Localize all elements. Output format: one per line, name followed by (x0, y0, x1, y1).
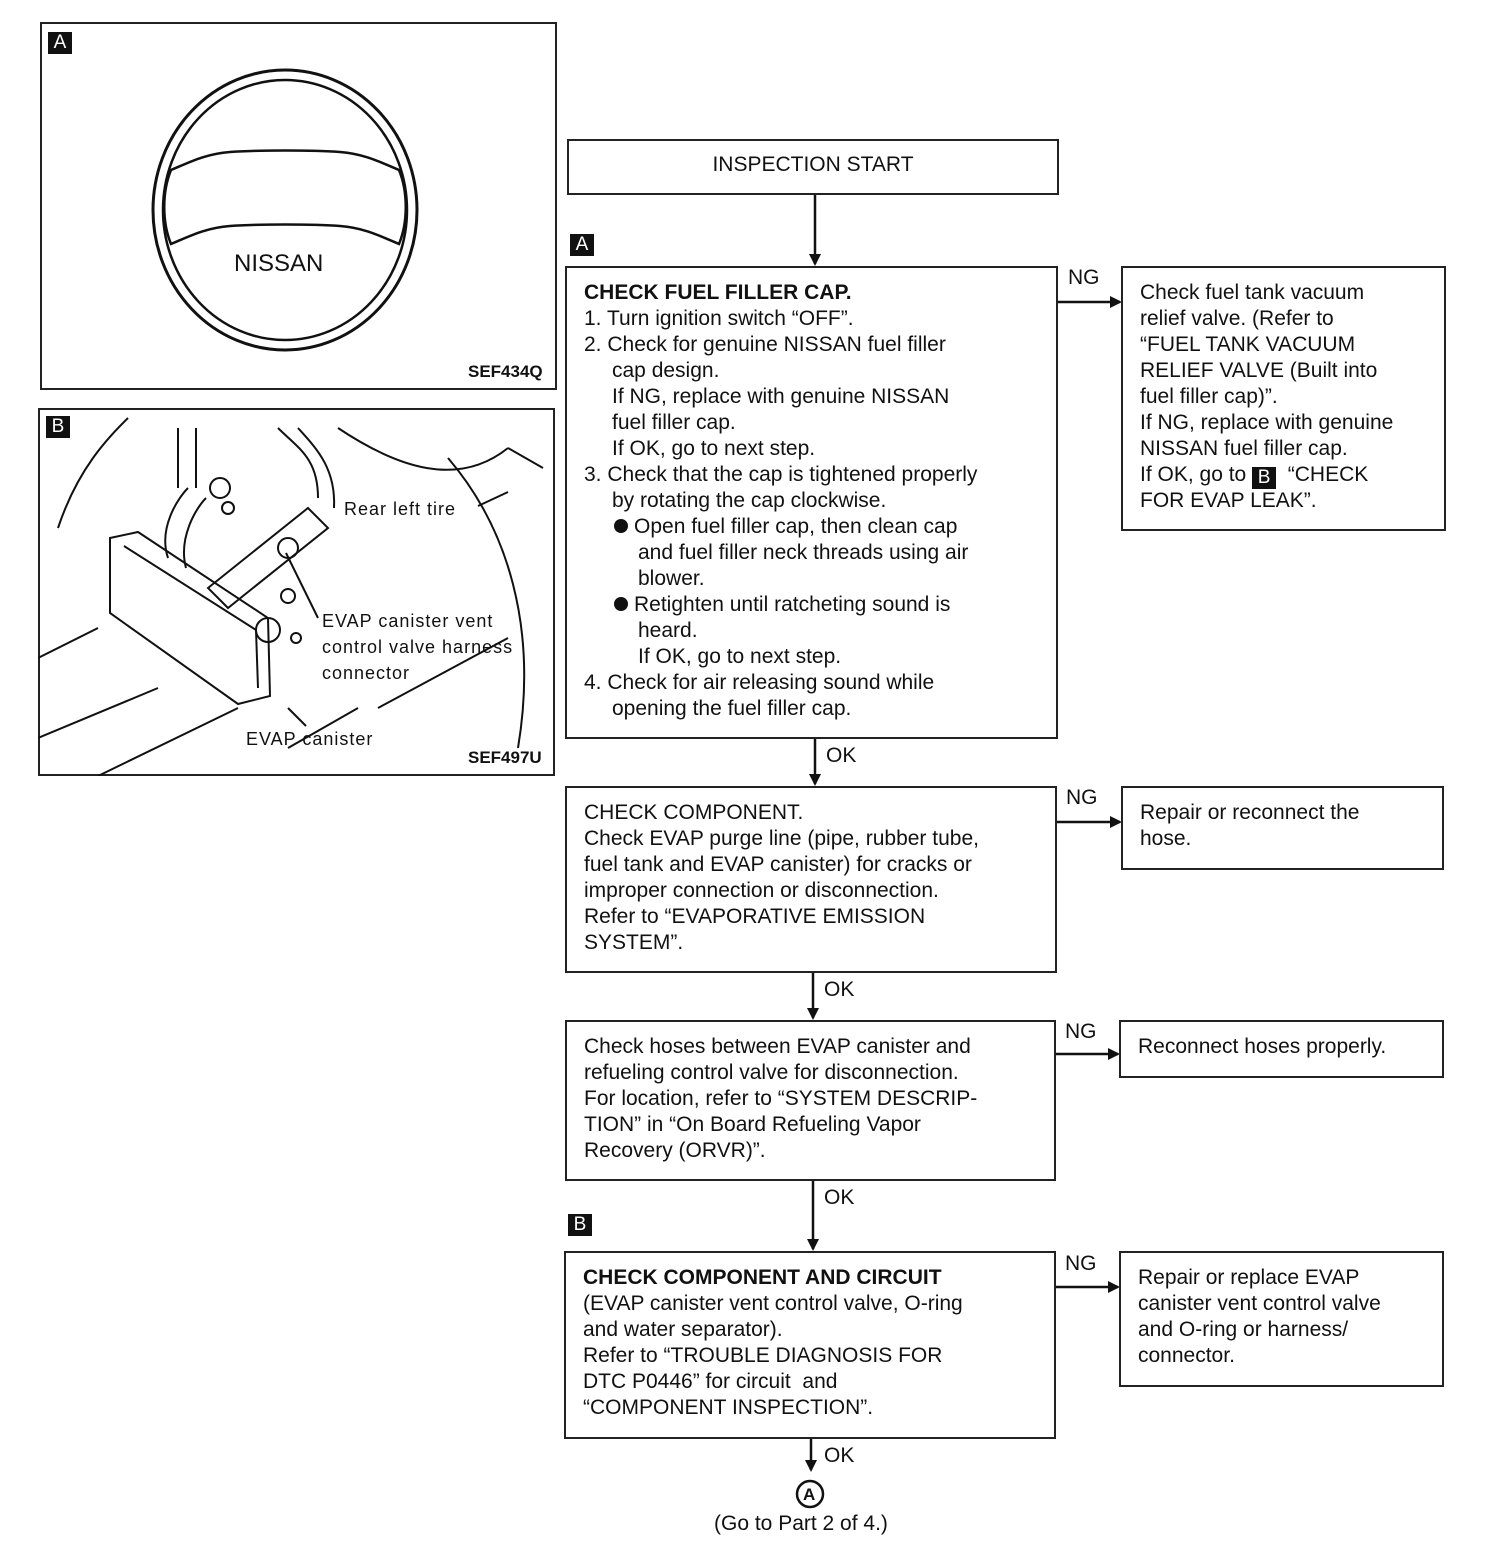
step1-line: 3. Check that the cap is tightened prope… (584, 463, 978, 486)
figure-b-evap-canister: B Rear left ti (38, 408, 555, 776)
step1-line: by rotating the cap clockwise. (612, 489, 887, 512)
ok-label-1: OK (826, 744, 857, 767)
step1-line: cap design. (612, 359, 720, 382)
cap-brand-label: NISSAN (234, 250, 324, 277)
check-component-box: CHECK COMPONENT. Check EVAP purge line (… (565, 786, 1057, 973)
ng4-line: Repair or replace EVAP (1138, 1266, 1360, 1289)
ng1-line: fuel filler cap)”. (1140, 385, 1278, 408)
ng1-line: FOR EVAP LEAK”. (1140, 489, 1317, 512)
ng1-line: Check fuel tank vacuum (1140, 281, 1365, 304)
inspection-start-box: INSPECTION START (567, 139, 1059, 195)
vent-connector-label-1: EVAP canister vent (322, 611, 494, 631)
figure-a-fuel-cap: A NISSAN SEF434Q (40, 22, 557, 390)
step3-line: Check hoses between EVAP canister and (584, 1035, 971, 1058)
ng-label-3: NG (1065, 1020, 1097, 1043)
step1-line: opening the fuel filler cap. (612, 697, 852, 720)
bullet-item: Open fuel filler cap, then clean cap (584, 514, 1056, 540)
ok-label-2: OK (824, 978, 855, 1001)
step3-line: Recovery (ORVR)”. (584, 1139, 766, 1162)
step4-line: (EVAP canister vent control valve, O-rin… (583, 1292, 963, 1315)
figure-a-code: SEF434Q (468, 362, 543, 381)
ng1-goto-post: “CHECK (1287, 463, 1369, 486)
ng1-goto-line: If OK, go to B “CHECK (1140, 462, 1444, 489)
step1-title: CHECK FUEL FILLER CAP. (584, 281, 852, 304)
step1-line: fuel filler cap. (612, 411, 736, 434)
ng1-line: “FUEL TANK VACUUM (1140, 333, 1356, 356)
reconnect-hoses-box: Reconnect hoses properly. (1119, 1020, 1444, 1078)
ng4-line: and O-ring or harness/ (1138, 1318, 1349, 1341)
ng4-line: connector. (1138, 1344, 1235, 1367)
step-b-tag: B (568, 1214, 592, 1236)
step1-line: If OK, go to next step. (638, 645, 842, 668)
check-fuel-filler-cap-box: CHECK FUEL FILLER CAP. 1. Turn ignition … (565, 266, 1058, 739)
ng-label-4: NG (1065, 1252, 1097, 1275)
vent-connector-label-3: connector (322, 663, 411, 683)
figure-a-tag: A (48, 32, 72, 54)
ok-label-4: OK (824, 1444, 855, 1467)
step3-line: For location, refer to “SYSTEM DESCRIP- (584, 1087, 978, 1110)
ng-label-2: NG (1066, 786, 1098, 809)
connector-circle (795, 1479, 825, 1509)
step1-line: If OK, go to next step. (612, 437, 816, 460)
step4-line: “COMPONENT INSPECTION”. (583, 1396, 874, 1419)
step1-line: 4. Check for air releasing sound while (584, 671, 935, 694)
ng3-line: Reconnect hoses properly. (1138, 1035, 1387, 1058)
bullet-text: Open fuel filler cap, then clean cap (634, 515, 958, 538)
bullet-item: Retighten until ratcheting sound is (584, 592, 1056, 618)
step2-line: fuel tank and EVAP canister) for cracks … (584, 853, 972, 876)
step-a-tag: A (570, 234, 594, 256)
step2-line: improper connection or disconnection. (584, 879, 939, 902)
inspection-start-text: INSPECTION START (712, 153, 914, 176)
step1-line: If NG, replace with genuine NISSAN (612, 385, 950, 408)
step4-title: CHECK COMPONENT AND CIRCUIT (583, 1266, 942, 1289)
connector-a-label: A (803, 1485, 816, 1504)
step1-line: 2. Check for genuine NISSAN fuel filler (584, 333, 946, 356)
repair-reconnect-hose-box: Repair or reconnect the hose. (1121, 786, 1444, 870)
ng1-line: RELIEF VALVE (Built into (1140, 359, 1378, 382)
rear-left-tire-label: Rear left tire (344, 499, 457, 519)
inline-b-tag: B (1252, 467, 1277, 489)
ng2-line: hose. (1140, 827, 1192, 850)
ng1-goto-pre: If OK, go to (1140, 463, 1247, 486)
figure-b-code: SEF497U (468, 748, 542, 767)
repair-replace-valve-box: Repair or replace EVAP canister vent con… (1119, 1251, 1444, 1387)
ng4-line: canister vent control valve (1138, 1292, 1381, 1315)
step1-line: heard. (638, 619, 698, 642)
ng-label-1: NG (1068, 266, 1100, 289)
fuel-cap-drawing (151, 68, 419, 352)
step2-line: SYSTEM”. (584, 931, 684, 954)
bullet-text: Retighten until ratcheting sound is (634, 593, 951, 616)
step4-line: DTC P0446” for circuit and (583, 1370, 838, 1393)
goto-part-2-text: (Go to Part 2 of 4.) (714, 1512, 888, 1535)
step3-line: refueling control valve for disconnectio… (584, 1061, 959, 1084)
evap-canister-label: EVAP canister (246, 729, 374, 749)
ng1-line: relief valve. (Refer to (1140, 307, 1334, 330)
ng2-line: Repair or reconnect the (1140, 801, 1360, 824)
step4-line: and water separator). (583, 1318, 783, 1341)
check-hoses-box: Check hoses between EVAP canister and re… (565, 1020, 1056, 1181)
ng1-line: If NG, replace with genuine (1140, 411, 1394, 434)
ok-label-3: OK (824, 1186, 855, 1209)
step4-line: Refer to “TROUBLE DIAGNOSIS FOR (583, 1344, 943, 1367)
figure-b-tag: B (46, 416, 70, 438)
step1-line: 1. Turn ignition switch “OFF”. (584, 307, 854, 330)
vacuum-relief-valve-box: Check fuel tank vacuum relief valve. (Re… (1121, 266, 1446, 531)
bullet-icon (614, 518, 628, 533)
step1-line: and fuel filler neck threads using air (638, 541, 969, 564)
vent-connector-label-2: control valve harness (322, 637, 514, 657)
step2-line: Check EVAP purge line (pipe, rubber tube… (584, 827, 979, 850)
step1-line: blower. (638, 567, 705, 590)
bullet-icon (614, 596, 628, 611)
ng1-line: NISSAN fuel filler cap. (1140, 437, 1348, 460)
check-component-circuit-box: CHECK COMPONENT AND CIRCUIT (EVAP canist… (564, 1251, 1056, 1439)
step3-line: TION” in “On Board Refueling Vapor (584, 1113, 921, 1136)
step2-line: CHECK COMPONENT. (584, 801, 804, 824)
evap-canister-drawing (38, 417, 544, 776)
step2-line: Refer to “EVAPORATIVE EMISSION (584, 905, 926, 928)
